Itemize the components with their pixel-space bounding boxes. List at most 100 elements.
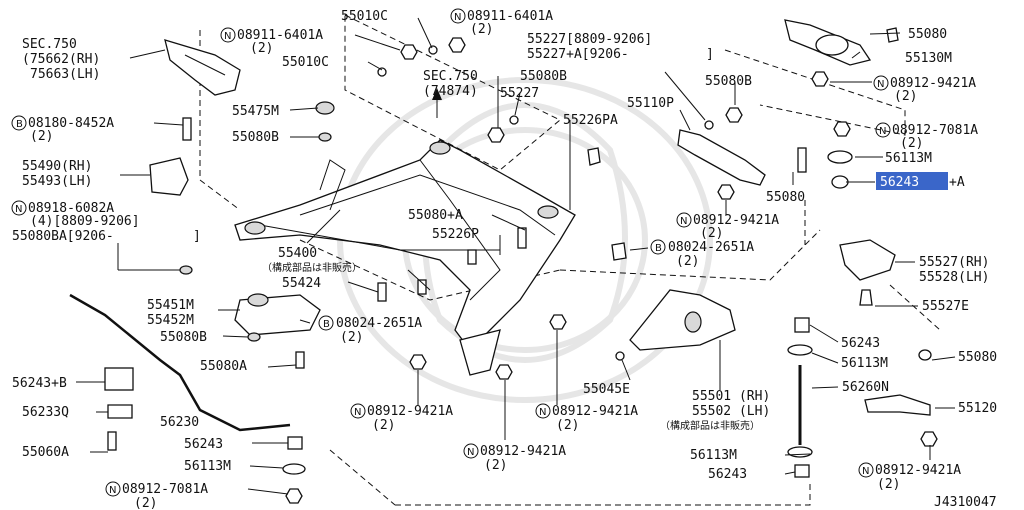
label-55080b-2[interactable]: 55080B [160,330,207,345]
n-circle-icon: N [879,126,886,137]
label-55080a-1[interactable]: 55080A [200,359,247,374]
label-55060a[interactable]: 55060A [22,445,69,460]
label-55502-lh[interactable]: 55502 (LH) [692,404,770,419]
label-55424[interactable]: 55424 [282,276,321,291]
svg-text:(2): (2) [676,254,699,269]
label-55227-a[interactable]: 55227[8809-9206] [527,32,652,47]
label-56243-2[interactable]: 56243 [708,467,747,482]
label-55120[interactable]: 55120 [958,401,997,416]
label-n08912-9421a-2[interactable]: N 08912-9421A (2) [676,212,779,241]
svg-text:(2): (2) [700,226,723,241]
label-55080a-2[interactable]: 55080+A [408,208,463,223]
label-n08912-9421a-1[interactable]: N 08912-9421A (2) [873,75,976,104]
label-55451m[interactable]: 55451M [147,298,194,313]
n-circle-icon: N [109,485,116,496]
label-56233q[interactable]: 56233Q [22,405,69,420]
leader-lines [76,17,956,495]
label-55010c-2[interactable]: 55010C [282,55,329,70]
label-55080-2[interactable]: 55080 [766,190,805,205]
label-56230[interactable]: 56230 [160,415,199,430]
label-55452m[interactable]: 55452M [147,313,194,328]
stabilizer-bar-56230 [69,293,291,432]
label-n08912-9421a-5[interactable]: N 08912-9421A (2) [535,403,638,433]
label-55080b-1[interactable]: 55080B [232,130,279,145]
bracket-55527 [839,239,896,306]
label-n08912-7081a-2[interactable]: N 08912-7081A (2) [105,481,208,510]
diagram-id: J4310047 [934,495,997,510]
link-55110p [677,129,766,186]
svg-text:08912-9421A: 08912-9421A [552,404,638,419]
n-circle-icon: N [224,31,231,42]
label-56243b[interactable]: 56243+B [12,376,67,391]
label-sec750-a-lh[interactable]: 75663(LH) [30,67,100,82]
label-55110p[interactable]: 55110P [627,96,674,111]
label-55490-rh[interactable]: 55490(RH) [22,159,92,174]
svg-text:08912-9421A: 08912-9421A [480,444,566,459]
label-n08912-9421a-4[interactable]: N 08912-9421A (2) [350,403,453,433]
label-n08918-6082a[interactable]: N 08918-6082A (4)[8809-9206] [11,200,140,229]
label-55130m[interactable]: 55130M [905,51,952,66]
label-55080-3[interactable]: 55080 [958,350,997,365]
svg-text:08911-6401A: 08911-6401A [237,28,323,43]
label-56260n[interactable]: 56260N [842,380,889,395]
label-56243-3[interactable]: 56243 [184,437,223,452]
label-n08911-6401a-2[interactable]: N 08911-6401A (2) [450,8,553,37]
label-55493-lh[interactable]: 55493(LH) [22,174,92,189]
svg-text:08180-8452A: 08180-8452A [28,116,114,131]
label-b08024-2651a-1[interactable]: B 08024-2651A (2) [318,315,422,345]
n-circle-icon: N [354,407,361,418]
rod-56260n [787,317,813,478]
label-55227-b[interactable]: 55227+A[9206- [527,47,629,62]
label-55501-rh[interactable]: 55501 (RH) [692,389,770,404]
label-55400[interactable]: 55400 [278,246,317,261]
svg-text:56243: 56243 [880,175,919,190]
label-56243-1[interactable]: 56243 [841,336,880,351]
svg-text:(2): (2) [134,496,157,510]
n-circle-icon: N [680,216,687,227]
label-sec750-b-num[interactable]: (74874) [423,84,478,99]
label-n08911-6401a-1[interactable]: N 08911-6401A (2) [220,27,323,56]
n-circle-icon: N [467,447,474,458]
label-55080-1[interactable]: 55080 [908,27,947,42]
label-55475m[interactable]: 55475M [232,104,279,119]
label-55528-lh[interactable]: 55528(LH) [919,270,989,285]
label-55226p[interactable]: 55226P [432,227,479,242]
svg-text:(4)[8809-9206]: (4)[8809-9206] [30,214,140,229]
label-55527-rh[interactable]: 55527(RH) [919,255,989,270]
label-b08024-2651a-2[interactable]: B 08024-2651A (2) [650,239,754,269]
note-55400-not-sold: （構成部品は非販売） [262,261,362,274]
n-circle-icon: N [15,204,22,215]
label-n08912-7081a-1[interactable]: N 08912-7081A (2) [875,122,978,151]
label-55010c-1[interactable]: 55010C [341,9,388,24]
hardware [107,27,938,504]
b-circle-icon: B [16,119,23,130]
label-55227[interactable]: 55227 [500,86,539,101]
label-56113m-1[interactable]: 56113M [885,151,932,166]
label-sec750-a[interactable]: SEC.750 [22,37,77,52]
label-56113m-2[interactable]: 56113M [841,356,888,371]
label-55080ba[interactable]: 55080BA[9206- [12,229,114,244]
label-56113m-3[interactable]: 56113M [690,448,737,463]
label-55527e[interactable]: 55527E [922,299,969,314]
svg-text:(2): (2) [894,89,917,104]
n-circle-icon: N [877,79,884,90]
mount-55490 [149,157,189,196]
label-n08912-9421a-3[interactable]: N 08912-9421A (2) [858,462,961,492]
label-sec750-a-rh[interactable]: (75662(RH) [22,52,100,67]
label-n08912-9421a-6[interactable]: N 08912-9421A (2) [463,443,566,473]
label-sec750-b[interactable]: SEC.750 [423,69,478,84]
svg-text:08024-2651A: 08024-2651A [668,240,754,255]
svg-text:(2): (2) [484,458,507,473]
label-55080b-4[interactable]: 55080B [705,74,752,89]
svg-text:(2): (2) [470,22,493,37]
label-56113m-4[interactable]: 56113M [184,459,231,474]
label-55226pa[interactable]: 55226PA [563,113,618,128]
svg-text:08024-2651A: 08024-2651A [336,316,422,331]
label-55045e[interactable]: 55045E [583,382,630,397]
label-b08180-8452a[interactable]: B 08180-8452A (2) [11,115,114,144]
label-56243-highlighted[interactable]: 56243 +A [876,172,965,190]
label-55080b-3[interactable]: 55080B [520,69,567,84]
link-55120 [864,394,931,416]
svg-text:08912-9421A: 08912-9421A [875,463,961,478]
